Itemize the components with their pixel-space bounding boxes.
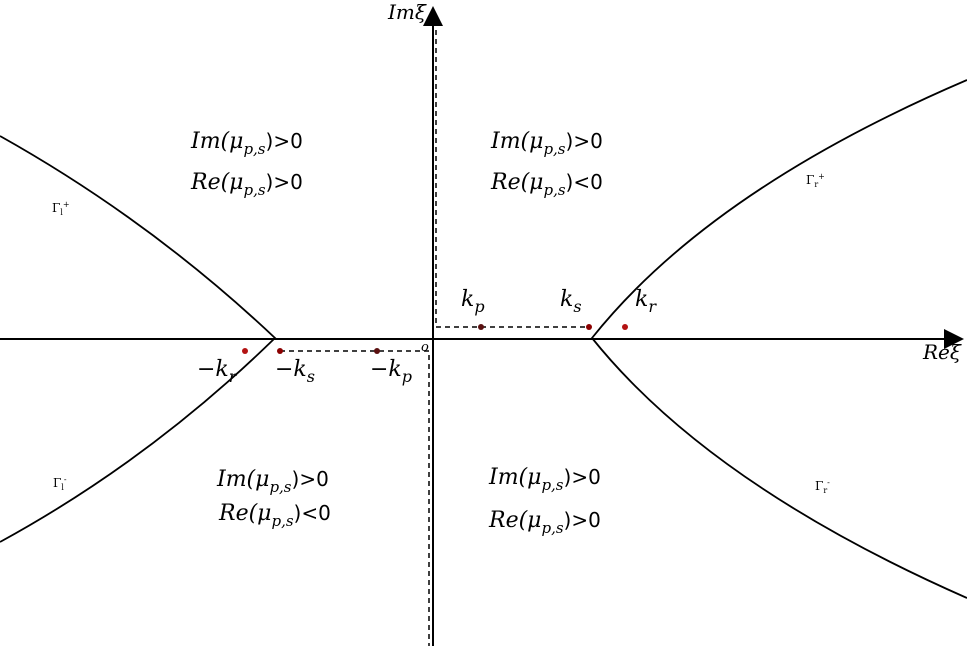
curve-label-right-upper: Γr+ [806, 172, 825, 189]
point-kp [478, 324, 484, 330]
point-neg-kp [374, 348, 380, 354]
label-neg-kp: −kp [370, 357, 412, 386]
region-lower-left-im: Im(μp,s)>0 [216, 467, 329, 496]
region-lower-right-im: Im(μp,s)>0 [488, 465, 601, 494]
region-upper-left-re: Re(μp,s)>0 [190, 170, 303, 199]
left-branch-curve [0, 135, 277, 543]
right-branch-curve [590, 79, 967, 599]
imaginary-axis-label: Imξ [387, 0, 427, 24]
label-ks: ks [560, 287, 582, 316]
curve-label-left-upper: Γl+ [52, 200, 70, 217]
region-upper-right-im: Im(μp,s)>0 [490, 129, 603, 158]
region-lower-left-re: Re(μp,s)<0 [218, 501, 331, 530]
origin-label: o [421, 340, 429, 355]
label-kp: kp [461, 287, 485, 316]
real-axis-label: Reξ [922, 340, 962, 364]
region-lower-right-re: Re(μp,s)>0 [488, 508, 601, 537]
integration-path-lower [280, 350, 430, 646]
curve-label-right-lower: Γr- [815, 478, 830, 495]
curve-label-left-lower: Γl- [53, 475, 67, 492]
label-neg-ks: −ks [275, 357, 315, 386]
point-neg-kr [242, 348, 248, 354]
point-neg-ks [277, 348, 283, 354]
region-upper-left-im: Im(μp,s)>0 [190, 129, 303, 158]
integration-path-upper [435, 30, 589, 328]
region-upper-right-re: Re(μp,s)<0 [490, 170, 603, 199]
point-ks [586, 324, 592, 330]
point-kr [622, 324, 628, 330]
label-neg-kr: −kr [197, 357, 238, 386]
label-kr: kr [635, 287, 657, 316]
